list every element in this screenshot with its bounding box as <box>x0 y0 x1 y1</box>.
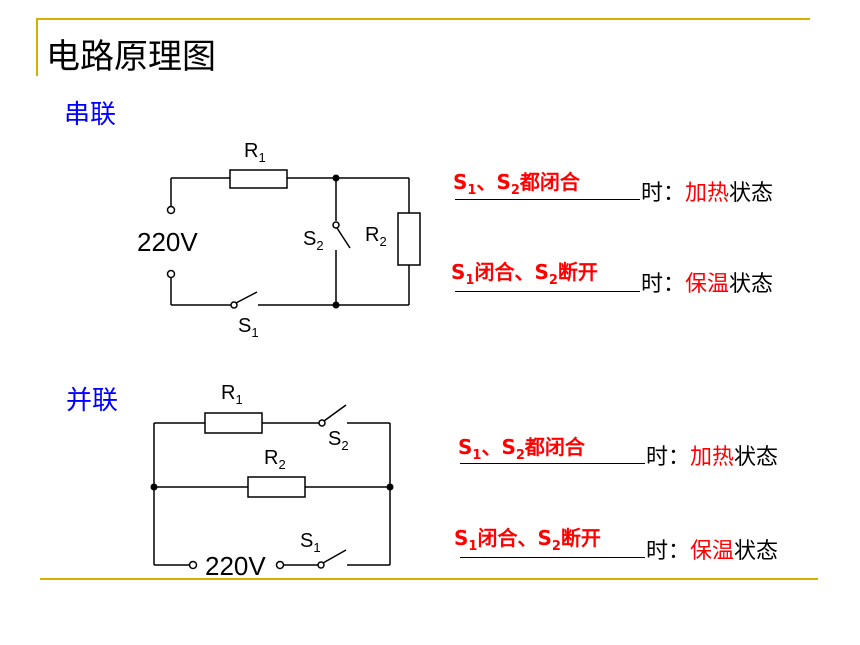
p-junction-left <box>150 483 158 491</box>
label-r2: R2 <box>365 224 387 249</box>
label-s2: S2 <box>303 228 324 253</box>
series-heading: 串联 <box>64 100 117 130</box>
p-label-s2: S2 <box>328 428 349 453</box>
p-terminal-right <box>275 560 285 570</box>
statement-1: S1、S2都闭合 <box>453 166 580 198</box>
p-resistor-r1 <box>204 412 263 434</box>
page-title: 电路原理图 <box>46 37 216 77</box>
statement-3: S1、S2都闭合 <box>458 431 585 463</box>
statement-1-suffix: 时：加热状态 <box>641 181 774 206</box>
statement-2-blank <box>455 291 640 292</box>
parallel-heading: 并联 <box>66 386 119 416</box>
p-label-voltage: 220V <box>205 551 266 581</box>
terminal-top <box>166 205 176 215</box>
junction-top <box>332 174 340 182</box>
label-voltage: 220V <box>137 227 198 257</box>
switch-s2 <box>336 227 351 249</box>
statement-2: S1闭合、S2断开 <box>451 256 598 288</box>
statement-1-condition: S1、S2都闭合 <box>453 170 580 198</box>
p-label-s1: S1 <box>300 530 321 555</box>
statement-3-suffix: 时：加热状态 <box>646 445 779 470</box>
p-junction-right <box>386 483 394 491</box>
p-switch-s1 <box>322 549 347 564</box>
p-switch-s2 <box>323 404 347 422</box>
statement-2-condition: S1闭合、S2断开 <box>451 260 598 288</box>
resistor-r1 <box>229 169 288 189</box>
title-rule <box>36 18 810 20</box>
p-label-r2: R2 <box>264 447 286 472</box>
statement-4-suffix: 时：保温状态 <box>646 539 779 564</box>
statement-3-blank <box>460 463 645 464</box>
bottom-rule <box>40 578 818 580</box>
label-r1: R1 <box>244 140 266 165</box>
terminal-bottom <box>166 269 176 279</box>
p-terminal-left <box>188 560 198 570</box>
statement-4: S1闭合、S2断开 <box>454 522 601 554</box>
switch-s1 <box>235 291 258 304</box>
title-accent-bar <box>36 18 38 76</box>
statement-4-condition: S1闭合、S2断开 <box>454 526 601 554</box>
statement-1-blank <box>455 199 640 200</box>
statement-3-condition: S1、S2都闭合 <box>458 435 585 463</box>
p-label-r1: R1 <box>221 382 243 407</box>
junction-bottom <box>332 301 340 309</box>
statement-4-blank <box>460 557 645 558</box>
label-s1: S1 <box>238 315 259 340</box>
p-resistor-r2 <box>247 476 306 498</box>
statement-2-suffix: 时：保温状态 <box>641 272 774 297</box>
